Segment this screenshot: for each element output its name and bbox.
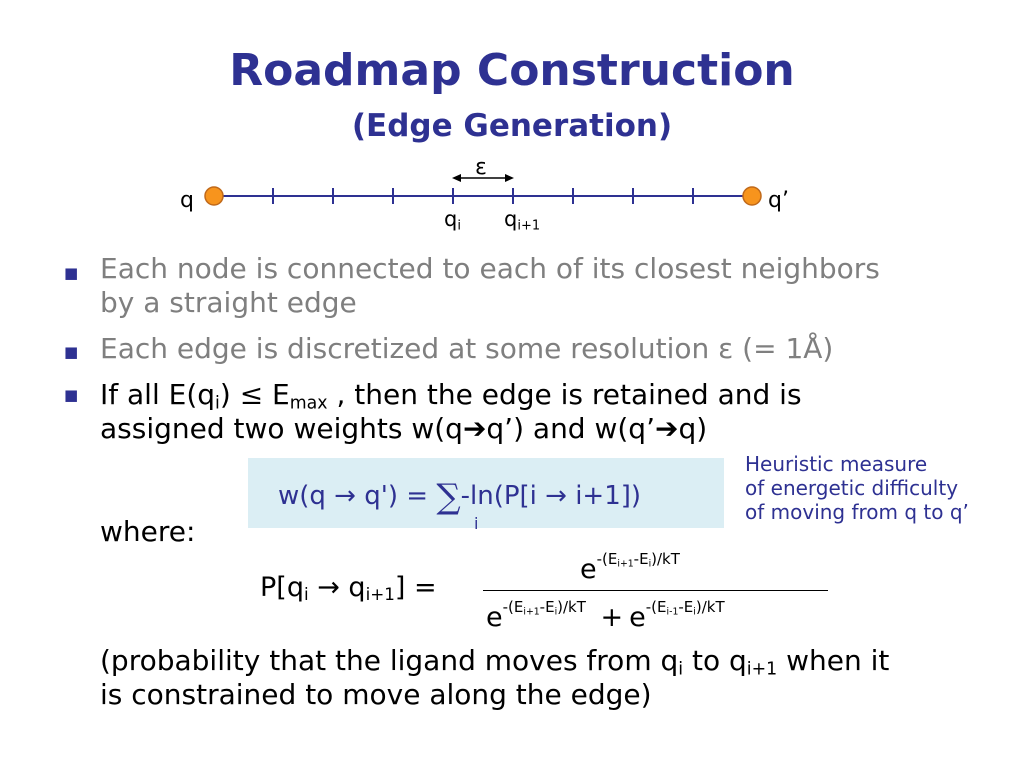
epsilon-label: ε <box>475 155 487 180</box>
epsilon-arrow <box>452 174 514 182</box>
probability-note: (probability that the ligand moves from … <box>100 644 890 711</box>
sum-index: i <box>474 514 479 533</box>
edge-ticks <box>272 188 694 204</box>
node-q-prime <box>742 186 762 206</box>
prob-lhs: P[qi → qi+1] = <box>260 572 437 605</box>
weight-formula-box <box>248 458 724 528</box>
slide-subtitle: (Edge Generation) <box>351 108 673 144</box>
heuristic-annotation: Heuristic measure of energetic difficult… <box>745 452 969 524</box>
prob-denominator: e-(Ei+1-Ei)/kT +e-(Ei-1-Ei)/kT <box>486 598 725 633</box>
q-label: q <box>180 188 194 213</box>
qi1-label: qi+1 <box>504 207 541 234</box>
bullet-marker: ■ <box>64 386 79 404</box>
sum-symbol: ∑ <box>436 477 461 517</box>
q-prime-label: q’ <box>768 188 789 213</box>
qi-label: qi <box>444 207 461 234</box>
fraction-bar <box>483 590 828 591</box>
node-q <box>204 186 224 206</box>
bullet-marker: ■ <box>64 343 79 361</box>
bullet-1: Each node is connected to each of its cl… <box>100 252 880 319</box>
bullet-2: Each edge is discretized at some resolut… <box>100 332 834 365</box>
bullet-3: If all E(qi) ≤ Emax , then the edge is r… <box>100 378 802 445</box>
where-label: where: <box>100 515 196 548</box>
prob-numerator: e-(Ei+1-Ei)/kT <box>580 550 680 585</box>
weight-formula: w(q → q') = ∑-ln(P[i → i+1]) <box>278 477 642 517</box>
slide-title: Roadmap Construction <box>229 45 795 96</box>
bullet-marker: ■ <box>64 264 79 282</box>
edge-diagram <box>204 174 762 206</box>
